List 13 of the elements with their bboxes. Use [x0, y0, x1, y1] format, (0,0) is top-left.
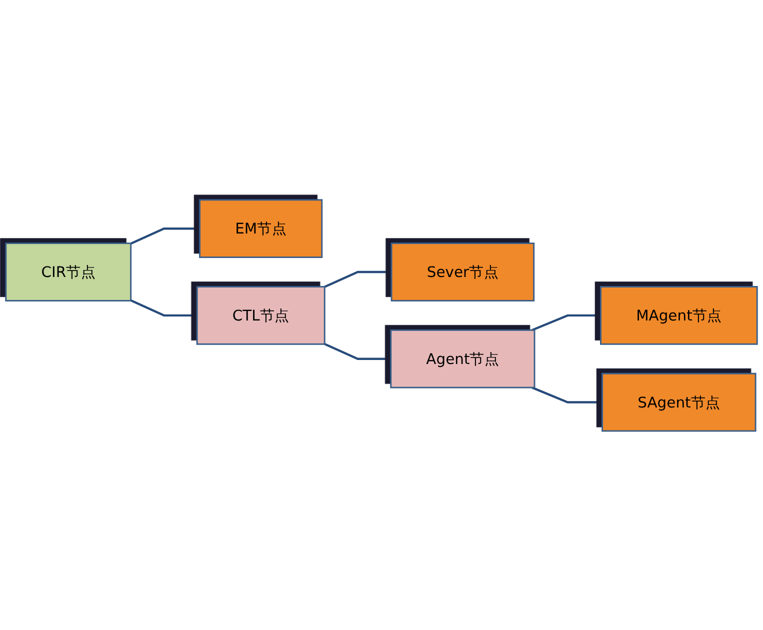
connector [130, 298, 198, 316]
node-box: Sever节点 [390, 242, 535, 301]
connector [324, 342, 391, 360]
connector [324, 270, 392, 288]
connector [130, 227, 200, 244]
node-box: Agent节点 [390, 328, 536, 388]
node-box: EM节点 [199, 198, 323, 258]
node-box: SAgent节点 [602, 372, 756, 432]
node-box: CTL节点 [196, 286, 326, 344]
connector [532, 386, 602, 403]
node-box: MAgent节点 [600, 286, 758, 344]
node-box: CIR节点 [5, 242, 132, 301]
connector [532, 314, 601, 331]
